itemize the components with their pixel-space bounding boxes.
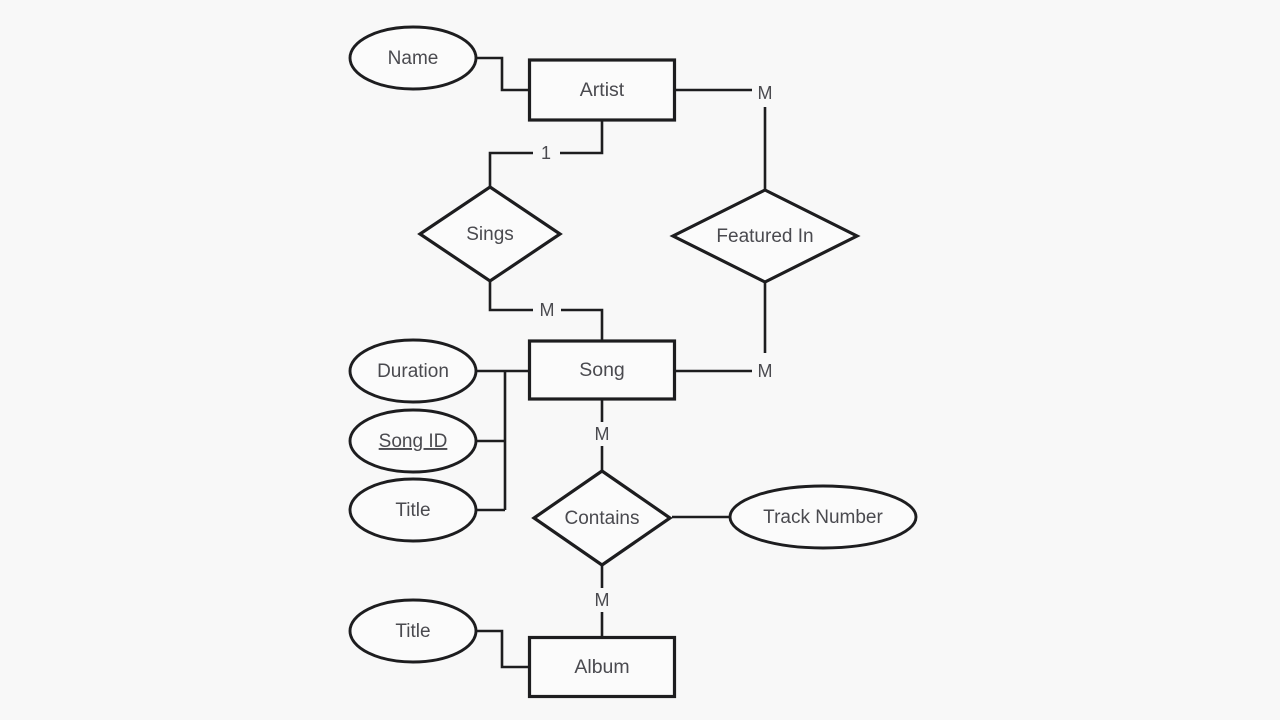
attribute-album-title[interactable]: Title: [348, 598, 478, 664]
relationship-label-sings: Sings: [466, 224, 514, 245]
entity-label-album: Album: [574, 656, 629, 678]
attribute-track-number[interactable]: Track Number: [728, 484, 918, 550]
entity-label-song: Song: [579, 359, 625, 381]
attribute-ellipse-song-title[interactable]: [348, 477, 478, 543]
relationship-label-contains: Contains: [565, 508, 640, 529]
entity-box-artist[interactable]: [527, 58, 677, 122]
entity-song[interactable]: Song: [527, 339, 677, 401]
attribute-label-album-title: Title: [395, 621, 430, 642]
entity-album[interactable]: Album: [527, 635, 677, 699]
connector-artist-to-sings: [560, 120, 604, 155]
attribute-ellipse-song-duration[interactable]: [348, 338, 478, 404]
relationship-sings[interactable]: Sings: [417, 185, 563, 283]
connector-name-to-artist: [476, 56, 530, 92]
cardinality-backdrop-sings-song-card: [536, 298, 558, 322]
cardinality-label-song-contains-card: M: [595, 424, 610, 444]
attribute-ellipse-artist-name[interactable]: [348, 25, 478, 91]
cardinality-backdrop-song-contains-card: [591, 422, 613, 446]
connector-sings-card-left: [488, 151, 533, 188]
cardinality-backdrop-song-featuredin-card: [754, 359, 776, 383]
entity-box-album[interactable]: [527, 635, 677, 699]
relationship-label-featuredin: Featured In: [716, 226, 813, 247]
cardinality-label-sings-song-card: M: [540, 300, 555, 320]
attribute-ellipse-song-id[interactable]: [348, 408, 478, 474]
attribute-ellipse-track-number[interactable]: [728, 484, 918, 550]
relationship-contains[interactable]: Contains: [531, 469, 673, 567]
connectors-layer: [476, 56, 767, 669]
attribute-label-track-number: Track Number: [763, 507, 883, 528]
relationship-diamond-contains[interactable]: [531, 469, 673, 567]
connector-song-card-right: [561, 308, 604, 342]
cardinality-label-song-featuredin-card: M: [758, 361, 773, 381]
cardinality-label-artist-sings-card: 1: [541, 143, 551, 163]
relationship-featuredin[interactable]: Featured In: [669, 188, 861, 284]
attribute-ellipse-album-title[interactable]: [348, 598, 478, 664]
attribute-label-song-id: Song ID: [379, 431, 448, 452]
cardinality-label-artist-featuredin-card: M: [758, 83, 773, 103]
connector-sings-to-song: [488, 281, 533, 312]
relationship-diamond-featuredin[interactable]: [669, 188, 861, 284]
cardinality-backdrop-artist-sings-card: [535, 141, 557, 165]
attribute-song-id[interactable]: Song ID: [348, 408, 478, 474]
attribute-song-title[interactable]: Title: [348, 477, 478, 543]
attribute-label-song-duration: Duration: [377, 361, 449, 382]
entity-artist[interactable]: Artist: [527, 58, 677, 122]
attribute-song-duration[interactable]: Duration: [348, 338, 478, 404]
cardinality-backdrop-artist-featuredin-card: [754, 81, 776, 105]
cardinality-label-contains-album-card: M: [595, 590, 610, 610]
attribute-label-song-title: Title: [395, 500, 430, 521]
attribute-label-artist-name: Name: [388, 48, 439, 69]
entity-label-artist: Artist: [580, 79, 625, 101]
cardinality-backdrop-contains-album-card: [591, 588, 613, 612]
attribute-artist-name[interactable]: Name: [348, 25, 478, 91]
connector-albumtitle-to-album: [476, 629, 530, 669]
entity-box-song[interactable]: [527, 339, 677, 401]
relationship-diamond-sings[interactable]: [417, 185, 563, 283]
